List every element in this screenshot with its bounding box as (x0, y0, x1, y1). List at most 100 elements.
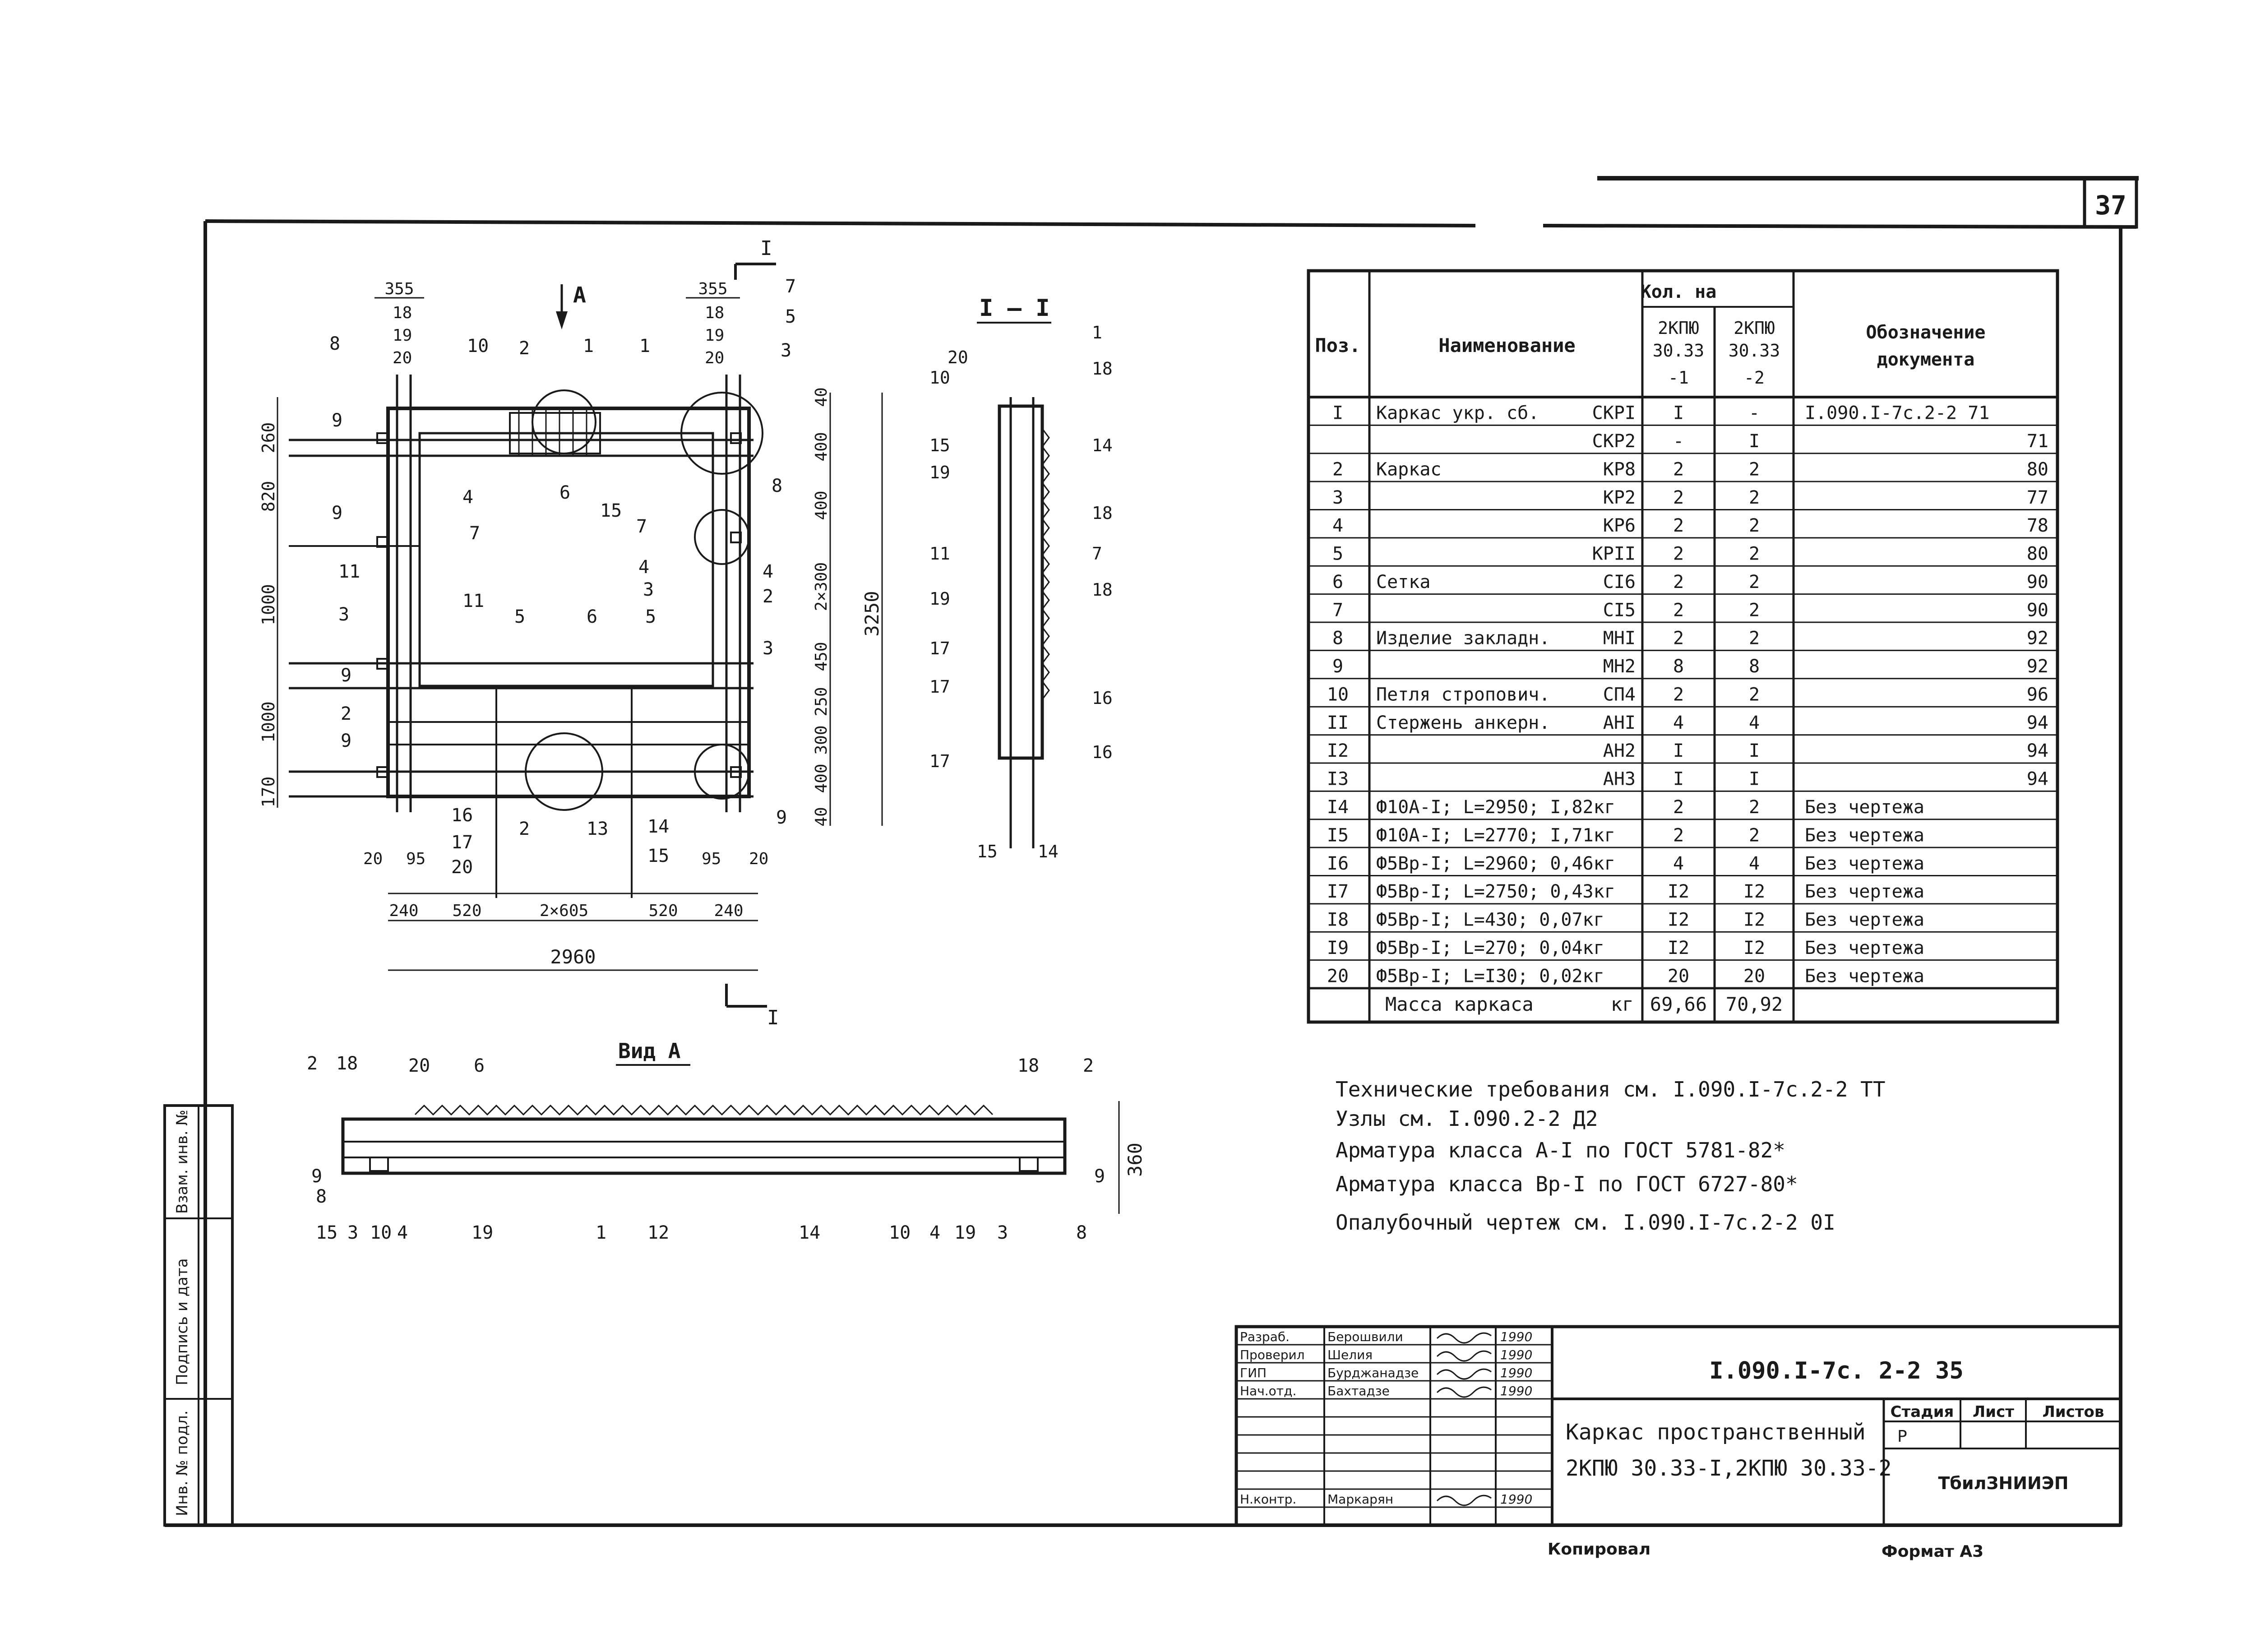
note-4: Арматура класса Вр-I по ГОСТ 6727-80* (1336, 1172, 1798, 1196)
svg-text:520: 520 (452, 902, 481, 920)
drawing-title-line2: 2КПЮ 30.33-I,2КПЮ 30.33-2 (1566, 1456, 1891, 1481)
mass-col2: 70,92 (1726, 993, 1783, 1015)
spec-qty2: I2 (1743, 938, 1765, 958)
col-doc-header: Обозначение (1866, 322, 1986, 343)
svg-text:16: 16 (1092, 742, 1113, 762)
svg-text:-1: -1 (1668, 368, 1689, 388)
sheets-header: Листов (2043, 1403, 2104, 1421)
svg-text:12: 12 (647, 1222, 669, 1243)
note-3: Арматура класса А-I по ГОСТ 5781-82* (1336, 1138, 1785, 1162)
signature-role: Проверил (1240, 1347, 1305, 1362)
svg-text:19: 19 (954, 1222, 976, 1243)
spec-pos: 2 (1332, 459, 1343, 480)
stage-header: Стадия (1891, 1403, 1954, 1421)
svg-text:16: 16 (451, 805, 473, 826)
spec-qty2: 4 (1749, 853, 1760, 874)
svg-text:30.33: 30.33 (1653, 341, 1704, 361)
spec-doc: Без чертежа (1805, 938, 1924, 958)
spec-qty1: I2 (1668, 910, 1689, 930)
svg-text:9: 9 (311, 1166, 322, 1187)
plan-dims-left: 260 820 1000 1000 170 (259, 397, 278, 808)
svg-text:11: 11 (462, 591, 484, 611)
svg-text:400: 400 (812, 432, 831, 461)
spec-mark: СI6 (1603, 572, 1636, 592)
spec-name: Ф5Вр-I; L=I30; 0,02кг (1376, 966, 1604, 986)
spec-qty2: 8 (1749, 656, 1760, 677)
svg-text:14: 14 (1092, 435, 1113, 455)
svg-text:40: 40 (812, 387, 831, 407)
svg-text:2: 2 (307, 1053, 318, 1074)
spec-pos: II (1327, 713, 1349, 733)
svg-text:4: 4 (638, 557, 649, 578)
svg-text:20: 20 (363, 850, 383, 868)
svg-text:15: 15 (929, 435, 950, 455)
spec-doc: 80 (2027, 544, 2048, 565)
svg-text:17: 17 (929, 677, 950, 697)
spec-qty2: 2 (1749, 515, 1760, 536)
svg-text:13: 13 (587, 819, 608, 839)
spec-qty1: 20 (1668, 966, 1689, 986)
overall-height: 3250 (861, 591, 883, 636)
mass-unit: кг (1611, 993, 1634, 1015)
section-callouts: 1 18 20 10 14 15 19 18 7 11 18 19 17 17 … (929, 323, 1113, 861)
note-5: Опалубочный чертеж см. I.090.I-7с.2-2 0I (1336, 1210, 1835, 1235)
signature-date: 1990 (1500, 1347, 1532, 1362)
plan-dims-top: 355 355 18 19 20 18 19 20 (374, 280, 740, 367)
col-qty-header: Кол. на (1641, 282, 1717, 302)
svg-text:8: 8 (316, 1186, 327, 1207)
spec-pos: 5 (1332, 544, 1343, 565)
signature-name: Шелия (1327, 1347, 1373, 1362)
view-a: Вид А 360 2 18 20 6 18 2 9 8 15 3 10 4 1… (307, 1039, 1146, 1243)
svg-text:8: 8 (329, 333, 340, 354)
stage-value: Р (1897, 1427, 1907, 1446)
signature-date: 1990 (1500, 1492, 1532, 1507)
svg-text:19: 19 (929, 589, 950, 609)
spec-doc: Без чертежа (1805, 825, 1924, 846)
spec-mark: СI5 (1603, 600, 1636, 620)
drawing-title-line1: Каркас пространственный (1566, 1420, 1866, 1445)
svg-text:18: 18 (1092, 503, 1113, 523)
mass-col1: 69,66 (1650, 993, 1707, 1015)
signature-role: Разраб. (1240, 1329, 1290, 1344)
spec-pos: 20 (1327, 966, 1349, 986)
svg-text:17: 17 (451, 832, 473, 853)
svg-text:355: 355 (698, 280, 727, 298)
spec-qty1: 2 (1673, 797, 1684, 818)
spec-qty2: I (1749, 740, 1760, 761)
mass-label: Масса каркаса (1385, 993, 1534, 1015)
spec-doc: Без чертежа (1805, 797, 1924, 818)
signature-name: Бурджанадзе (1327, 1365, 1419, 1380)
plan-view: 8 10 2 1 1 3 7 5 9 9 11 4 7 3 11 6 15 7 … (259, 237, 883, 1029)
spec-pos: 4 (1332, 515, 1343, 536)
svg-text:15: 15 (600, 500, 622, 521)
view-a-callouts: 2 18 20 6 18 2 9 8 15 3 10 4 19 1 12 14 … (307, 1053, 1105, 1243)
svg-text:3: 3 (997, 1222, 1008, 1243)
view-a-height: 360 (1124, 1143, 1146, 1177)
col-name-header: Наименование (1438, 334, 1575, 356)
svg-text:260: 260 (259, 422, 278, 453)
spec-mark: КР2 (1603, 487, 1636, 508)
signature-mark (1436, 1495, 1492, 1506)
spec-name: Ф5Вр-I; L=2750; 0,43кг (1376, 881, 1615, 902)
spec-doc: 96 (2027, 684, 2048, 705)
spec-pos: I7 (1327, 881, 1349, 902)
spec-pos: 10 (1327, 684, 1349, 705)
spec-qty1: 2 (1673, 515, 1684, 536)
spec-pos: I (1332, 403, 1343, 424)
spec-qty2: 2 (1749, 628, 1760, 649)
spec-name: Ф10А-I; L=2950; I,82кг (1376, 797, 1615, 818)
svg-text:1: 1 (583, 336, 594, 356)
svg-text:10: 10 (370, 1222, 392, 1243)
svg-text:240: 240 (714, 902, 743, 920)
svg-text:2: 2 (763, 586, 773, 607)
spec-doc: 94 (2027, 769, 2048, 790)
detail-circle-bottom-right (694, 744, 750, 800)
spec-doc: Без чертежа (1805, 881, 1924, 902)
